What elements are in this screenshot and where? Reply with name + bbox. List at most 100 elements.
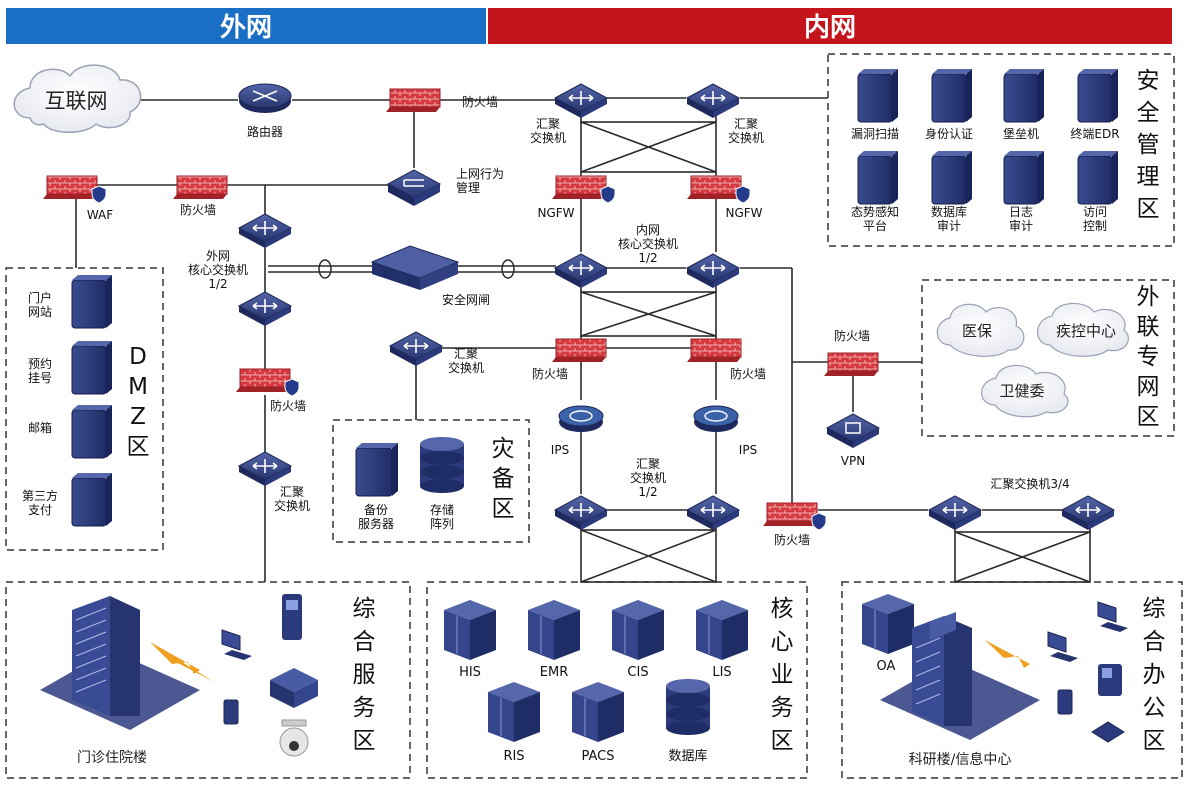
external-item-health-commission: 卫健委	[999, 382, 1044, 400]
outer-aggregation-switch[interactable]	[237, 451, 293, 486]
backup-item-server: 备份服务器	[358, 503, 394, 531]
general-service-zone-title: 综合服务区	[353, 596, 376, 754]
security-item-1: 漏洞扫描	[851, 127, 899, 141]
ips-left[interactable]	[558, 405, 604, 432]
firewall-inner-left[interactable]	[552, 338, 607, 362]
firewall-outer[interactable]	[173, 175, 228, 199]
oa-server[interactable]	[862, 594, 914, 654]
service-printer[interactable]	[270, 668, 318, 708]
security-zone-box	[827, 53, 1175, 247]
security-server-4[interactable]	[1077, 69, 1118, 123]
security-item-5: 态势感知平台	[851, 204, 899, 233]
inner-agg-switch-right[interactable]	[685, 83, 741, 118]
security-server-5[interactable]	[857, 151, 898, 205]
core-item-cis: CIS	[627, 665, 648, 680]
core-item-lis: LIS	[712, 665, 731, 680]
dmz-server-4[interactable]	[71, 473, 112, 527]
vpn-device[interactable]	[825, 413, 881, 448]
core-server-his[interactable]	[444, 600, 496, 660]
header-outer: 外网	[6, 8, 486, 44]
security-server-6[interactable]	[931, 151, 972, 205]
ngfw-left-label: NGFW	[537, 206, 574, 220]
backup-aggregation-switch[interactable]	[388, 331, 444, 366]
ngfw-right-shield-icon	[735, 185, 751, 204]
agg-switch-3[interactable]	[927, 495, 983, 530]
service-pc[interactable]	[221, 629, 252, 660]
firewall-dmz[interactable]	[236, 368, 300, 397]
agg-switch-4[interactable]	[1060, 495, 1116, 530]
inner-network-label: 内网	[804, 13, 856, 43]
security-item-8: 访问控制	[1083, 205, 1107, 233]
behavior-management-label: 上网行为管理	[456, 167, 504, 195]
inner-agg-switch-left[interactable]	[553, 83, 609, 118]
core-business-zone-title: 核心业务区	[771, 596, 794, 754]
office-building-illustration: 科研楼/信息中心	[880, 612, 1044, 768]
core-item-his: HIS	[459, 665, 481, 680]
core-database[interactable]	[666, 679, 710, 735]
firewall-inner-right[interactable]	[687, 338, 742, 362]
office-device[interactable]	[1098, 664, 1122, 696]
ips-right[interactable]	[693, 405, 739, 432]
router-label: 路由器	[247, 124, 283, 139]
internet-cloud: 互联网	[13, 64, 142, 133]
dmz-server-1[interactable]	[71, 275, 112, 329]
security-gatekeeper[interactable]	[370, 245, 460, 290]
agg-switch-1[interactable]	[553, 495, 609, 530]
core-server-cis[interactable]	[612, 600, 664, 660]
core-server-lis[interactable]	[696, 600, 748, 660]
dmz-item-1: 门户网站	[28, 290, 52, 319]
waf-firewall-shield-icon	[91, 185, 107, 204]
external-item-medical-insurance: 医保	[962, 322, 992, 340]
core-server-pacs[interactable]	[572, 682, 624, 742]
security-item-3: 堡垒机	[1003, 126, 1039, 141]
core-item-ris: RIS	[503, 749, 524, 764]
dmz-server-3[interactable]	[71, 405, 112, 459]
internet-label: 互联网	[45, 89, 108, 113]
office-zone-title: 综合办公区	[1143, 596, 1166, 754]
core-item-emr: EMR	[540, 665, 568, 680]
external-zone-box	[921, 279, 1175, 437]
backup-server[interactable]	[355, 443, 398, 497]
oa-label: OA	[877, 659, 896, 674]
firewall-external[interactable]	[824, 352, 879, 376]
backup-zone-title: 灾备区	[492, 436, 515, 522]
security-server-2[interactable]	[931, 69, 972, 123]
firewall-top[interactable]	[386, 88, 441, 112]
security-server-3[interactable]	[1003, 69, 1044, 123]
core-server-ris[interactable]	[488, 682, 540, 742]
agg-switch-2[interactable]	[685, 495, 741, 530]
service-kiosk[interactable]	[282, 594, 302, 640]
waf-firewall[interactable]	[43, 175, 107, 204]
service-tablet[interactable]	[223, 699, 239, 725]
firewall-office-shield-icon	[811, 512, 827, 531]
security-server-8[interactable]	[1077, 151, 1118, 205]
security-camera[interactable]	[279, 719, 309, 757]
inner-core-switch-1[interactable]	[553, 253, 609, 288]
gatekeeper-label: 安全网闸	[442, 292, 490, 307]
outpatient-building-illustration: 门诊住院楼	[40, 596, 214, 766]
office-pc-2[interactable]	[1047, 631, 1078, 662]
outer-core-switch-1[interactable]	[237, 213, 293, 248]
ngfw-left[interactable]	[552, 175, 616, 204]
external-zone-title: 外联专网区	[1137, 284, 1160, 430]
firewall-office[interactable]	[763, 502, 827, 531]
dmz-server-2[interactable]	[71, 341, 112, 395]
outer-core-switch-2[interactable]	[237, 291, 293, 326]
office-tablet[interactable]	[1057, 689, 1073, 715]
storage-array[interactable]	[420, 437, 464, 493]
behavior-management-device[interactable]	[386, 169, 442, 206]
router[interactable]	[238, 83, 292, 113]
inner-core-switch-2[interactable]	[685, 253, 741, 288]
outpatient-building-caption: 门诊住院楼	[77, 750, 147, 766]
office-phone[interactable]	[1091, 721, 1125, 743]
security-server-1[interactable]	[857, 69, 898, 123]
firewall-dmz-label: 防火墙	[270, 398, 306, 413]
office-pc-1[interactable]	[1097, 601, 1128, 632]
security-server-7[interactable]	[1003, 151, 1044, 205]
ngfw-right[interactable]	[687, 175, 751, 204]
core-server-emr[interactable]	[528, 600, 580, 660]
